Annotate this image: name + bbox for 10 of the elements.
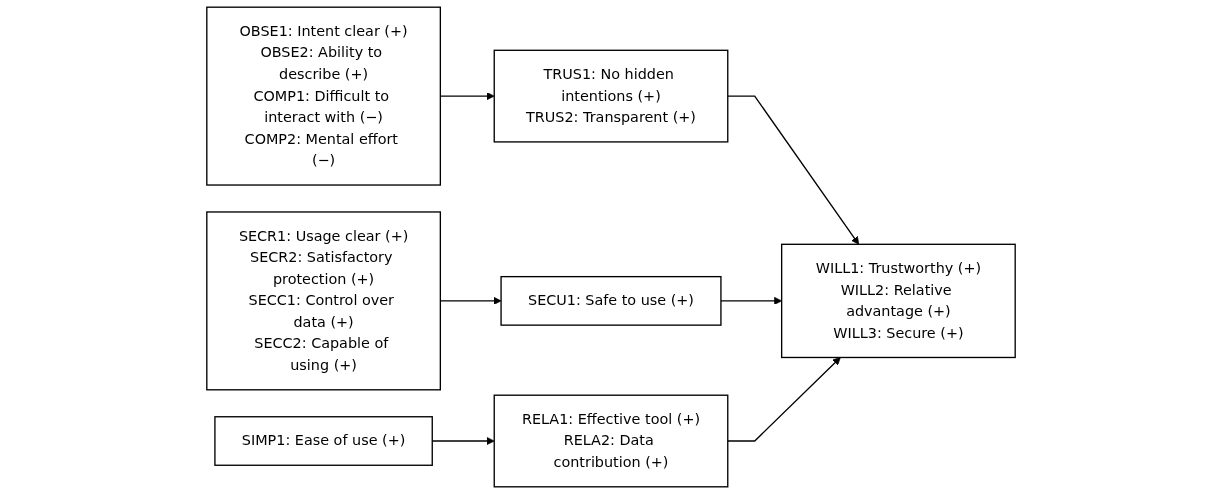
arrow <box>727 95 860 245</box>
node-box: SIMP1: Ease of use (+) <box>214 416 433 466</box>
node-box: SECU1: Safe to use (+) <box>500 275 722 326</box>
node-box: SECR1: Usage clear (+) SECR2: Satisfactory protection (+) SECC1: Control over data (+) SECC2: Capable of using (+) <box>206 211 442 391</box>
node-box: OBSE1: Intent clear (+) OBSE2: Ability to describe (+) COMP1: Difficult to interact with (−) COMP2: Mental effort (−) <box>206 6 442 186</box>
node-box: WILL1: Trustworthy (+) WILL2: Relative advantage (+) WILL3: Secure (+) <box>780 243 1016 359</box>
node-box: TRUS1: No hidden intentions (+) TRUS2: Transparent (+) <box>493 49 729 143</box>
node-box: RELA1: Effective tool (+) RELA2: Data contribution (+) <box>493 394 729 488</box>
arrow <box>720 296 782 305</box>
arrow <box>727 357 841 442</box>
